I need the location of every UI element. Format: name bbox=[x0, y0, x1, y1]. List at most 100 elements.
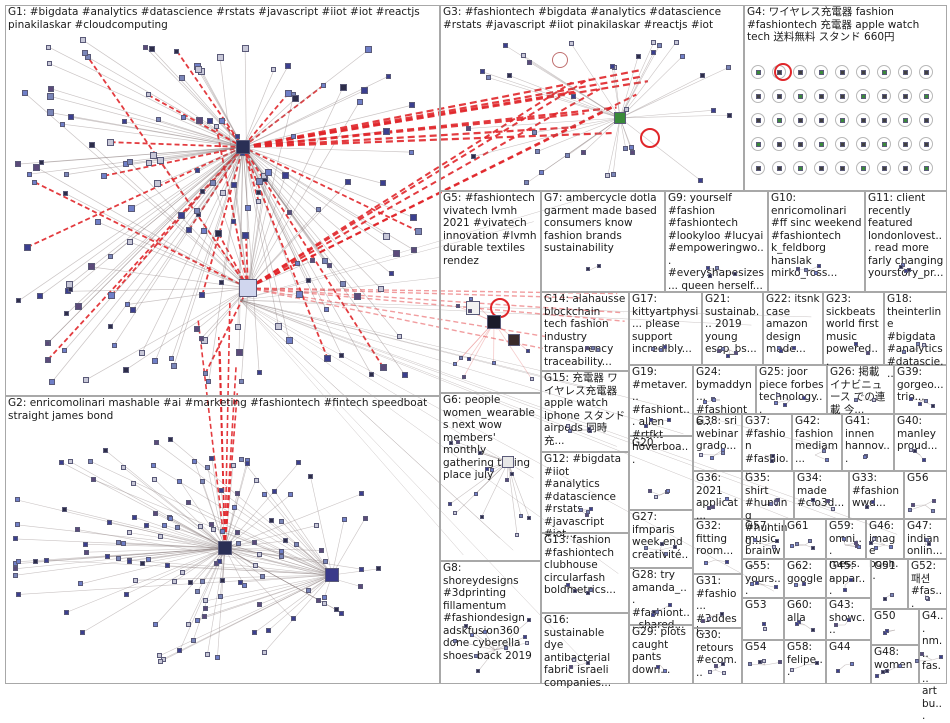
g2-node bbox=[257, 552, 262, 557]
group-label-g62: G62: google bbox=[787, 560, 823, 585]
g1-node bbox=[123, 367, 129, 373]
g2-node bbox=[359, 491, 364, 496]
g2-node bbox=[260, 574, 265, 579]
g4-node bbox=[861, 118, 866, 123]
g1-node bbox=[169, 356, 174, 361]
g3-node bbox=[569, 41, 574, 46]
g6-node bbox=[480, 515, 484, 519]
g4-node bbox=[798, 70, 803, 75]
small-group-node bbox=[708, 274, 712, 278]
small-group-node bbox=[774, 585, 778, 589]
g4-node bbox=[756, 94, 761, 99]
group-label-g5: G5: #fashiontech vivatech lvmh 2021 #viv… bbox=[443, 192, 538, 267]
g8-node bbox=[483, 630, 487, 634]
group-label-g16: G16: sustainable dye antibacterial fabri… bbox=[544, 614, 626, 689]
small-group-node bbox=[708, 670, 712, 674]
group-label-g30: G30: retours #ecom... bbox=[696, 629, 739, 679]
g1-node bbox=[68, 114, 74, 120]
g3-node bbox=[698, 178, 703, 183]
g2-node bbox=[235, 530, 240, 535]
g4-node bbox=[882, 118, 887, 123]
g3-node bbox=[629, 145, 634, 150]
g3-node bbox=[539, 170, 544, 175]
g2-node bbox=[359, 567, 364, 572]
g2-node bbox=[266, 628, 271, 633]
g2-node bbox=[16, 592, 21, 597]
g2-node bbox=[323, 559, 328, 564]
group-g26: G26: 掲載 イナビニュース での連載 今... bbox=[827, 365, 894, 414]
small-group-node bbox=[597, 264, 601, 268]
g1-node bbox=[306, 278, 311, 283]
group-g25: G25: joor piece forbes technology... bbox=[756, 365, 827, 414]
g2-node bbox=[172, 579, 177, 584]
small-group-node bbox=[664, 552, 668, 556]
g1-node bbox=[287, 210, 292, 215]
g2-node bbox=[200, 579, 205, 584]
g6-node bbox=[490, 468, 494, 472]
g4-node bbox=[819, 142, 824, 147]
g4-node bbox=[882, 94, 887, 99]
g4-node bbox=[861, 142, 866, 147]
group-label-g7: G7: ambercycle dotla garment made based … bbox=[544, 192, 662, 255]
g2-node bbox=[322, 595, 327, 600]
group-g51: G51 bbox=[871, 559, 908, 609]
g1-hub2-node bbox=[239, 279, 257, 297]
small-group-node bbox=[775, 539, 779, 543]
small-group-node bbox=[811, 498, 815, 502]
g1-node bbox=[181, 115, 186, 120]
g4-node bbox=[777, 142, 782, 147]
g1-node bbox=[410, 214, 417, 221]
group-label-g12: G12: #bigdata #iiot #analytics #datascie… bbox=[544, 453, 626, 541]
group-label-g58: G58: felipe... bbox=[787, 641, 823, 679]
g1-node bbox=[107, 139, 114, 146]
g1-node bbox=[194, 326, 200, 332]
small-group-node bbox=[721, 451, 725, 455]
small-group-node bbox=[579, 508, 583, 512]
small-group-node bbox=[591, 346, 595, 350]
g6-node bbox=[485, 467, 489, 471]
g2-node bbox=[203, 606, 208, 611]
g6-node bbox=[453, 511, 457, 515]
g1-node bbox=[397, 334, 402, 339]
g1-node bbox=[154, 180, 161, 187]
g2-node bbox=[105, 554, 110, 559]
g4-node bbox=[861, 70, 866, 75]
g1-node bbox=[231, 182, 237, 188]
g2-node bbox=[59, 460, 64, 465]
small-group-node bbox=[762, 622, 766, 626]
group-label-g36: G36: 2021 applicat... bbox=[696, 472, 739, 522]
g1-node bbox=[265, 169, 272, 176]
g1-node bbox=[64, 172, 69, 177]
g4-node bbox=[840, 94, 845, 99]
small-group-node bbox=[907, 268, 911, 272]
g1-node bbox=[242, 45, 249, 52]
small-group-node bbox=[734, 351, 738, 355]
g2-node bbox=[121, 465, 126, 470]
group-g24: G24: bymaddyn... #fashionte... bbox=[693, 365, 756, 414]
small-group-node bbox=[871, 500, 875, 504]
g4-node bbox=[840, 118, 845, 123]
group-g1: G1: #bigdata #analytics #datascience #rs… bbox=[5, 5, 440, 396]
small-group-node bbox=[586, 510, 590, 514]
group-g16: G16: sustainable dye antibacterial fabri… bbox=[541, 613, 629, 684]
group-g59: G59: omni... mess... bbox=[826, 519, 866, 559]
small-group-node bbox=[660, 542, 664, 546]
g1-node bbox=[236, 349, 243, 356]
g2-hub-node bbox=[218, 541, 232, 555]
g1-node bbox=[146, 92, 151, 97]
g3-node bbox=[680, 54, 685, 59]
g8-node bbox=[527, 618, 531, 622]
g2-node bbox=[124, 592, 129, 597]
g4-node bbox=[798, 142, 803, 147]
g2-node bbox=[279, 549, 284, 554]
g5-node bbox=[459, 356, 463, 360]
g1-node bbox=[194, 208, 200, 214]
g2-node bbox=[13, 573, 18, 578]
g2-node bbox=[254, 478, 259, 483]
g1-node bbox=[282, 172, 289, 179]
group-g18: G18: theinterline #bigdata #analytics #d… bbox=[884, 292, 947, 365]
group-label-g33: G33: #fashion wwd... bbox=[852, 472, 901, 510]
group-g17: G17: kittyartphysi... please support inc… bbox=[629, 292, 702, 365]
small-group-node bbox=[927, 542, 931, 546]
g8-node bbox=[476, 669, 480, 673]
